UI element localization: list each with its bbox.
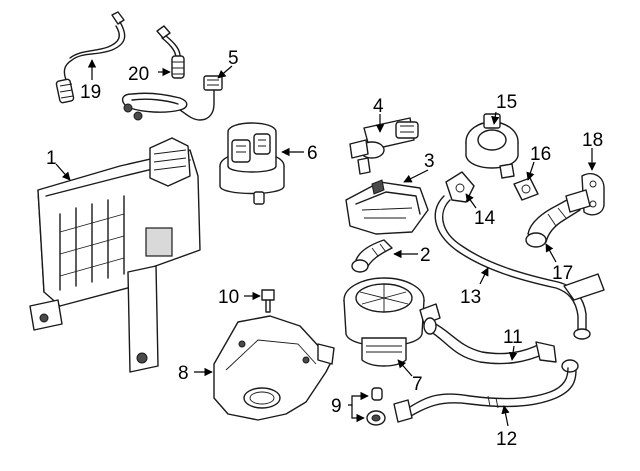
oxygen-sensor-upper	[55, 11, 126, 104]
mounting-bracket	[213, 315, 335, 421]
callout-12: 12	[496, 429, 517, 450]
grommet-set	[366, 387, 386, 426]
callout-1: 1	[46, 148, 57, 169]
callout-6: 6	[307, 143, 318, 164]
lower-hose	[393, 367, 577, 423]
callout-20: 20	[128, 64, 149, 85]
leader-16	[526, 161, 535, 181]
leader-15	[491, 111, 500, 125]
secondary-air-pump	[343, 277, 441, 367]
solenoid-valve	[349, 117, 419, 175]
leader-1	[55, 163, 71, 181]
callout-labels: 1 2 3 4 5 6 7 8 9 10 11 12 13 14 15 16 1…	[46, 48, 603, 450]
callout-3: 3	[424, 151, 435, 172]
leader-12	[501, 405, 510, 427]
leader-11	[508, 345, 518, 361]
pump-bracket	[345, 179, 429, 235]
callout-10: 10	[218, 287, 239, 308]
air-injection-pipe	[525, 189, 591, 248]
callout-16: 16	[530, 144, 551, 165]
leader-9	[348, 391, 369, 406]
callout-17: 17	[552, 263, 573, 284]
leader-17	[545, 243, 557, 263]
callout-13: 13	[460, 287, 481, 308]
short-hose	[351, 239, 393, 273]
callout-2: 2	[420, 245, 431, 266]
callout-4: 4	[373, 96, 384, 117]
callout-14: 14	[474, 208, 496, 229]
air-injection-valve	[465, 113, 519, 179]
callout-8: 8	[178, 363, 189, 384]
leader-13	[479, 267, 489, 285]
valve-gasket	[513, 177, 539, 201]
callout-11: 11	[503, 327, 523, 348]
charcoal-canister	[29, 137, 201, 373]
leader-5	[217, 65, 233, 79]
callout-5: 5	[228, 48, 239, 69]
callout-15: 15	[496, 92, 517, 113]
leader-14	[465, 193, 477, 209]
oxygen-sensor-lower	[156, 25, 185, 79]
mounting-bolt	[261, 289, 275, 313]
callout-9: 9	[331, 396, 342, 417]
leader-7	[397, 359, 413, 377]
long-air-hose	[434, 195, 605, 340]
callout-18: 18	[582, 130, 603, 151]
purge-valve	[219, 122, 285, 205]
pump-outlet-hose	[423, 317, 579, 373]
callout-19: 19	[80, 82, 101, 103]
leader-lines	[55, 59, 597, 427]
callout-7: 7	[412, 374, 423, 395]
leader-3	[403, 169, 429, 183]
pump-gasket	[445, 171, 475, 203]
leader-9b	[351, 405, 365, 423]
sensor-harness	[121, 75, 223, 121]
